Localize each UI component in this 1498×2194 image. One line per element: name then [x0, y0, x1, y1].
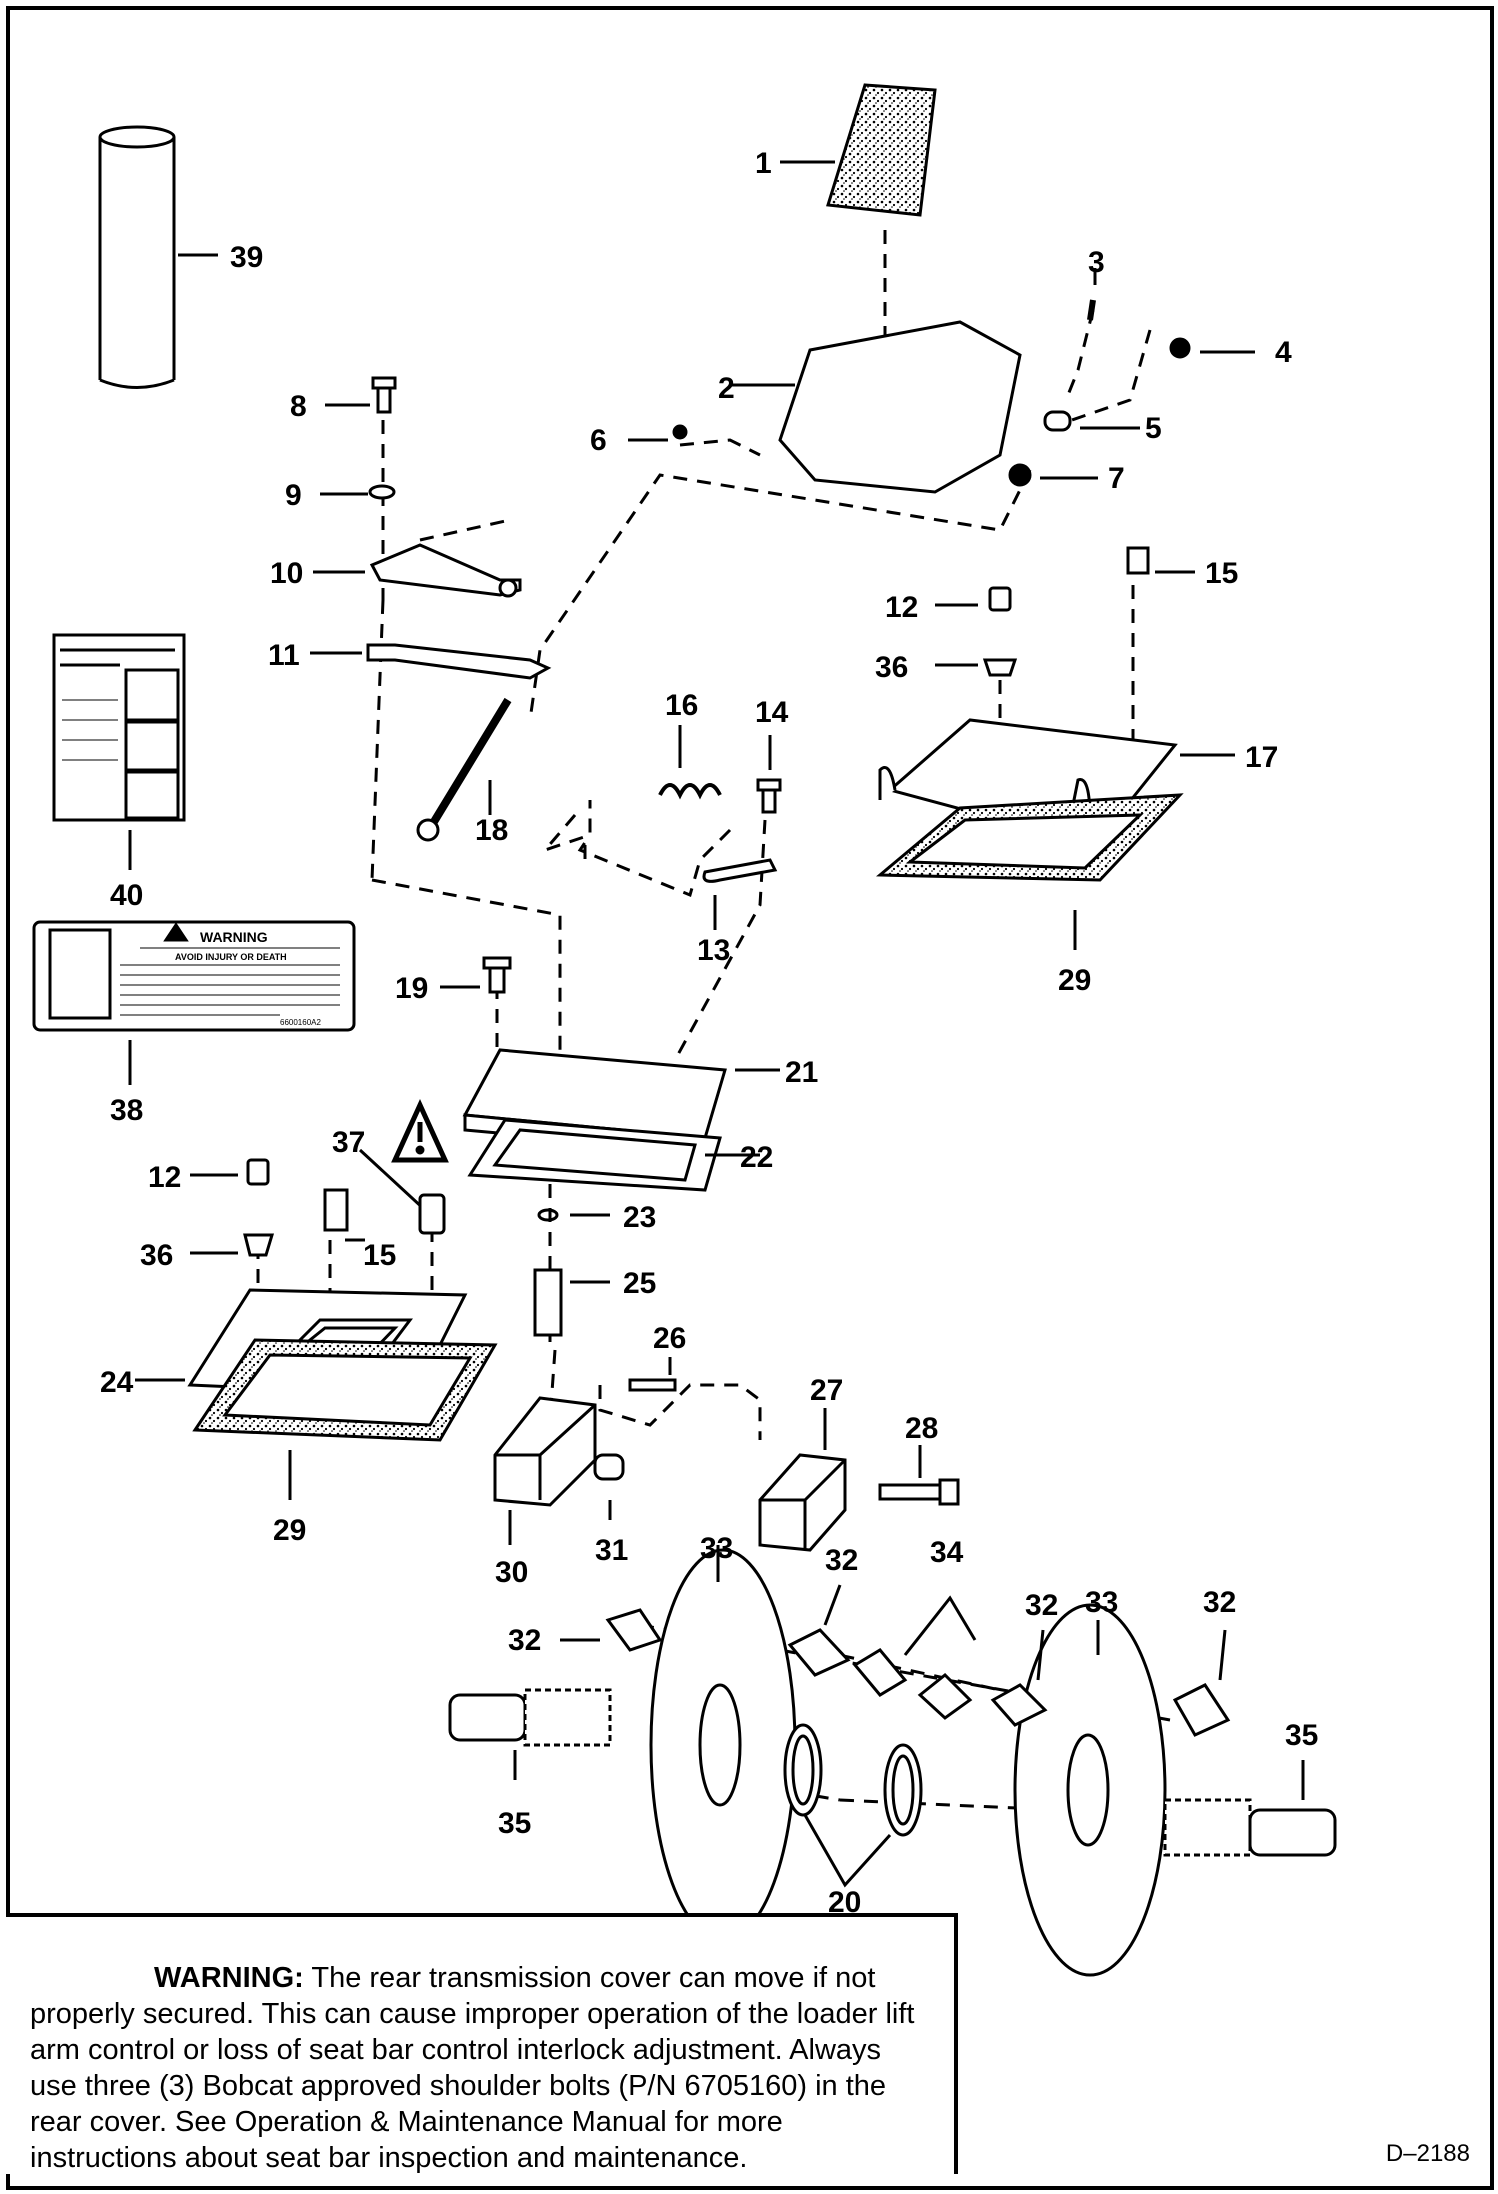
warning-text-block: WARNING: The rear transmission cover can…	[30, 1960, 930, 2176]
callout-19: 19	[395, 972, 428, 1005]
callout-7: 7	[1108, 462, 1125, 495]
callout-12-bottom: 12	[148, 1161, 181, 1194]
callout-39: 39	[230, 241, 263, 274]
callout-27: 27	[810, 1374, 843, 1407]
callout-36-bottom: 36	[140, 1239, 173, 1272]
callout-21: 21	[785, 1056, 818, 1089]
decal-part-number: 6600160A2	[280, 1018, 321, 1027]
callout-8: 8	[290, 390, 307, 423]
callout-36-top: 36	[875, 651, 908, 684]
callout-32-b: 32	[825, 1544, 858, 1577]
callout-25: 25	[623, 1267, 656, 1300]
callout-30: 30	[495, 1556, 528, 1589]
warning-label: WARNING:	[154, 1962, 304, 1994]
callout-13: 13	[697, 934, 730, 967]
callout-40: 40	[110, 879, 143, 912]
callout-32-a: 32	[508, 1624, 541, 1657]
callout-26: 26	[653, 1322, 686, 1355]
decal-warning-subtitle: AVOID INJURY OR DEATH	[175, 952, 287, 962]
callout-1: 1	[755, 147, 772, 180]
callout-23: 23	[623, 1201, 656, 1234]
callout-38: 38	[110, 1094, 143, 1127]
callout-6: 6	[590, 424, 607, 457]
callout-29-top: 29	[1058, 964, 1091, 997]
callout-32-d: 32	[1203, 1586, 1236, 1619]
callout-4: 4	[1275, 336, 1292, 369]
callout-24: 24	[100, 1366, 134, 1399]
callout-37: 37	[332, 1126, 365, 1159]
callout-5: 5	[1145, 412, 1162, 445]
callout-10: 10	[270, 557, 303, 590]
callout-15-bottom: 15	[363, 1239, 396, 1272]
decal-warning-title: WARNING	[200, 929, 268, 945]
callout-12-top: 12	[885, 591, 918, 624]
document-id: D–2188	[1385, 2140, 1470, 2167]
callout-2: 2	[718, 372, 735, 405]
callout-34: 34	[930, 1536, 964, 1569]
callout-18: 18	[475, 814, 508, 847]
callout-17: 17	[1245, 741, 1278, 774]
callout-16: 16	[665, 689, 698, 722]
callout-33-b: 33	[1085, 1586, 1118, 1619]
callout-9: 9	[285, 479, 302, 512]
callout-15-top: 15	[1205, 557, 1238, 590]
callout-28: 28	[905, 1412, 938, 1445]
callout-35-left: 35	[498, 1807, 531, 1840]
callout-29-bottom: 29	[273, 1514, 306, 1547]
warning-box	[6, 1913, 958, 2174]
callout-14: 14	[755, 696, 789, 729]
callout-33-a: 33	[700, 1532, 733, 1565]
callout-11: 11	[268, 639, 300, 672]
callout-22: 22	[740, 1141, 773, 1174]
callout-3: 3	[1088, 246, 1105, 279]
callout-31: 31	[595, 1534, 628, 1567]
warning-body: The rear transmission cover can move if …	[30, 1962, 915, 2174]
callout-32-c: 32	[1025, 1589, 1058, 1622]
callout-labels: 1 2 3 4 5 6 7 8 9 10 11 12 13 14 15 16 1…	[100, 147, 1318, 1919]
callout-35-right: 35	[1285, 1719, 1318, 1752]
